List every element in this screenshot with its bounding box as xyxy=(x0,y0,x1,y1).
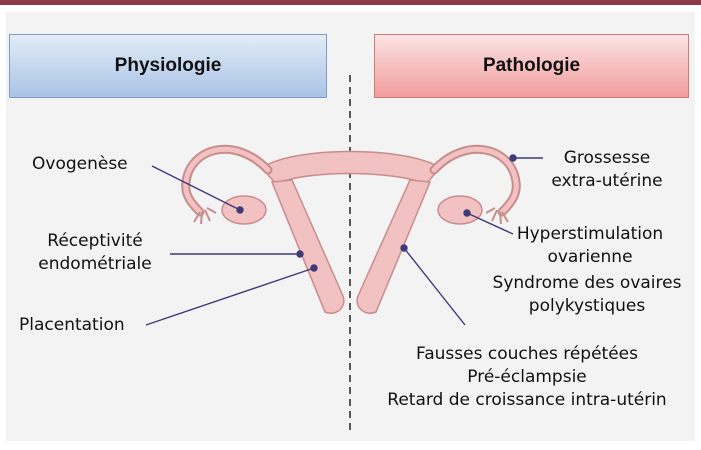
leader-fausses-couches xyxy=(404,248,465,325)
label-grossesse-line2: extra-utérine xyxy=(535,170,679,193)
label-hyperstim-line2: ovarienne xyxy=(490,246,690,269)
right-ovary xyxy=(438,196,482,224)
label-pre-eclampsie: Pré-éclampsie xyxy=(363,366,691,389)
left-ovary xyxy=(222,196,266,224)
label-grossesse-line1: Grossesse xyxy=(535,147,679,170)
label-receptivite-line2: endométriale xyxy=(20,253,170,276)
label-placentation: Placentation xyxy=(19,314,125,337)
label-receptivite: Réceptivité endométriale xyxy=(20,230,170,276)
uterus-left-wall xyxy=(272,180,344,313)
uterus-right-wall xyxy=(357,180,430,313)
leader-placentation xyxy=(146,268,314,325)
label-sopk-line1: Syndrome des ovaires xyxy=(478,272,696,295)
label-sopk: Syndrome des ovaires polykystiques xyxy=(478,272,696,318)
label-fausses-couches: Fausses couches répétées xyxy=(363,343,691,366)
label-receptivite-line1: Réceptivité xyxy=(20,230,170,253)
label-pathology-list: Fausses couches répétées Pré-éclampsie R… xyxy=(363,343,691,412)
label-ovogenese: Ovogenèse xyxy=(32,153,128,176)
label-sopk-line2: polykystiques xyxy=(478,295,696,318)
label-grossesse: Grossesse extra-utérine xyxy=(535,147,679,193)
label-hyperstim-line1: Hyperstimulation xyxy=(490,223,690,246)
label-retard-croissance: Retard de croissance intra-utérin xyxy=(363,389,691,412)
uterus-fundus xyxy=(262,152,440,185)
label-hyperstimulation: Hyperstimulation ovarienne xyxy=(490,223,690,269)
